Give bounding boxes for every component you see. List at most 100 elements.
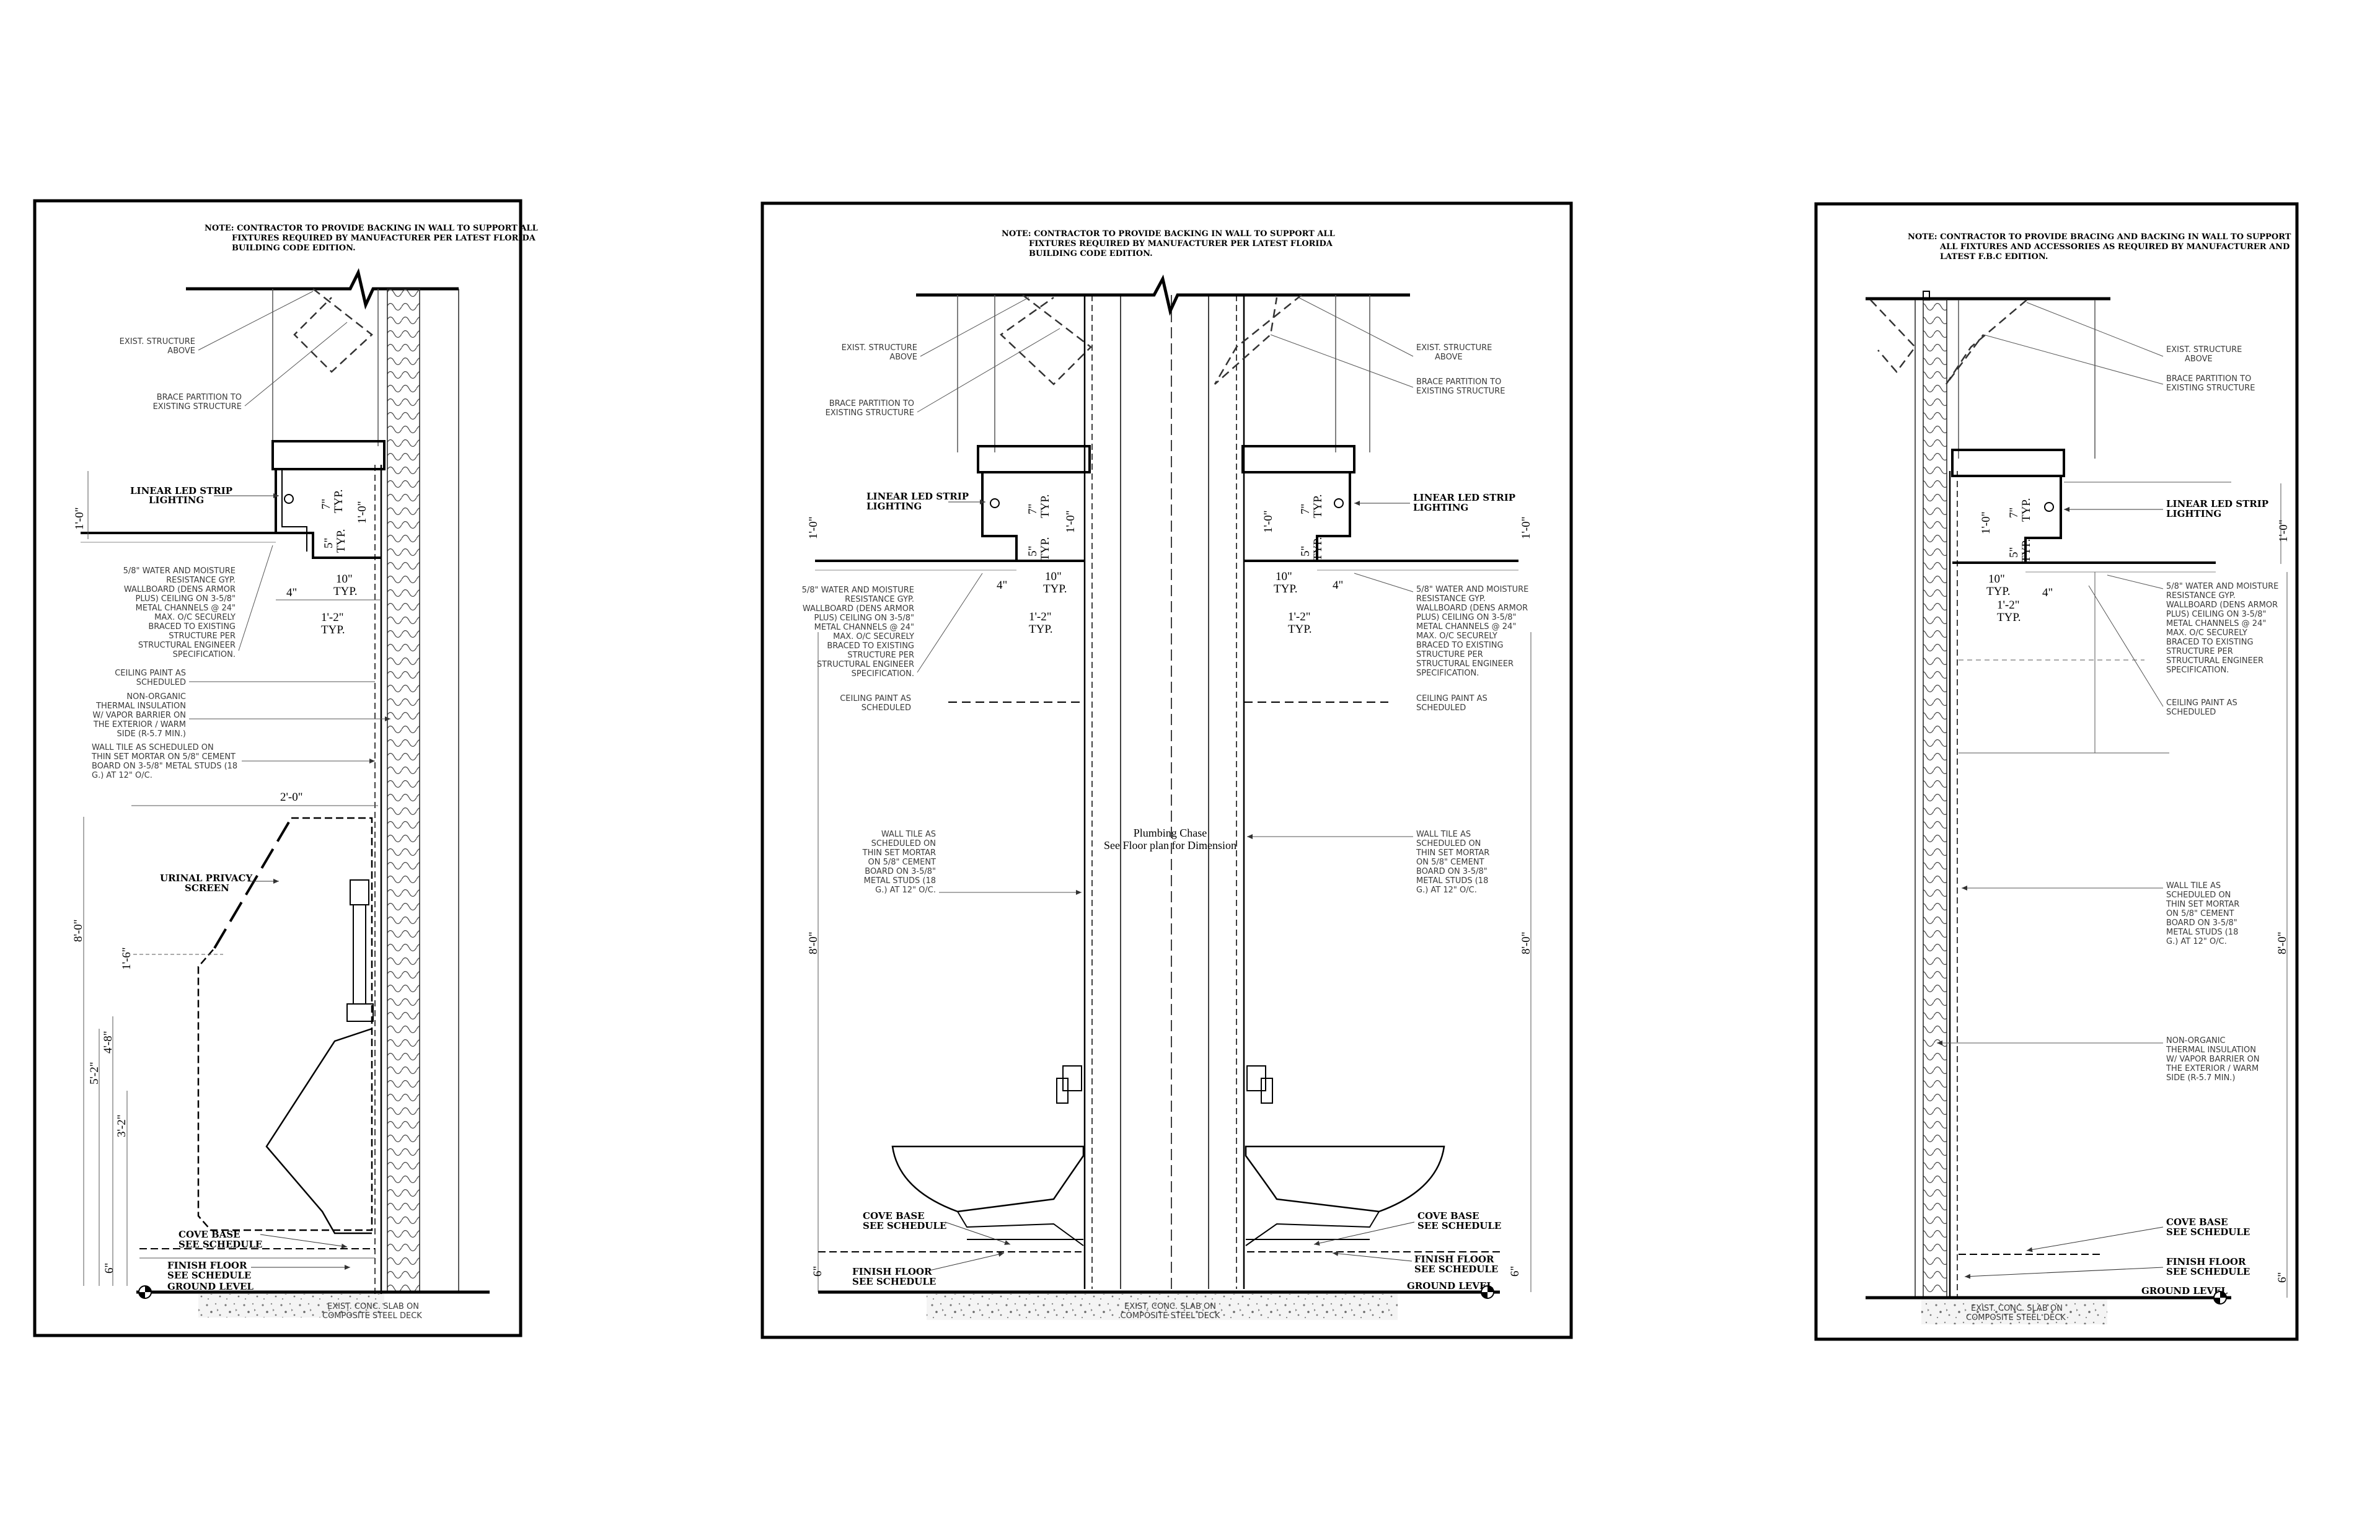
panel-2-slab <box>927 1294 1398 1320</box>
svg-text:7": 7" <box>1026 504 1039 514</box>
svg-text:THE EXTERIOR / WARM: THE EXTERIOR / WARM <box>2166 1064 2259 1073</box>
svg-text:8'-0": 8'-0" <box>72 919 85 942</box>
svg-text:1'-0": 1'-0" <box>73 507 86 530</box>
svg-text:FIXTURES REQUIRED BY MANUFACTU: FIXTURES REQUIRED BY MANUFACTURER PER LA… <box>232 234 536 243</box>
svg-text:LIGHTING: LIGHTING <box>2166 508 2221 519</box>
svg-text:ABOVE: ABOVE <box>2185 354 2213 364</box>
svg-text:TYP.: TYP. <box>1311 537 1324 561</box>
svg-text:SEE SCHEDULE: SEE SCHEDULE <box>1417 1220 1501 1231</box>
svg-text:5": 5" <box>1026 546 1039 557</box>
panel-1-label-brace: BRACE PARTITION TO EXISTING STRUCTURE <box>153 322 348 411</box>
svg-text:SPECIFICATION.: SPECIFICATION. <box>2166 666 2229 675</box>
svg-text:SCHEDULED: SCHEDULED <box>1416 703 1466 713</box>
svg-text:STRUCTURAL ENGINEER: STRUCTURAL ENGINEER <box>138 641 236 650</box>
svg-text:SCHEDULED: SCHEDULED <box>862 703 911 713</box>
svg-text:4'-8": 4'-8" <box>102 1031 115 1054</box>
panel-3-ground-level-label: GROUND LEVEL <box>2141 1285 2228 1296</box>
panel-2-label-finish-floor-left: FINISH FLOOR SEE SCHEDULE <box>852 1252 1005 1287</box>
panel-1-label-urinal-screen: URINAL PRIVACY SCREEN <box>160 873 279 894</box>
svg-text:6": 6" <box>103 1263 116 1274</box>
svg-text:SCREEN: SCREEN <box>185 882 229 894</box>
panel-2-label-led-right: LINEAR LED STRIP LIGHTING <box>1354 492 1515 513</box>
svg-text:BRACE PARTITION TO: BRACE PARTITION TO <box>2166 374 2251 384</box>
svg-text:4": 4" <box>2042 586 2053 599</box>
panel-3-label-insulation: NON-ORGANIC THERMAL INSULATION W/ VAPOR … <box>1937 1036 2260 1083</box>
svg-text:COVE BASE: COVE BASE <box>1417 1210 1479 1221</box>
svg-text:SEE SCHEDULE: SEE SCHEDULE <box>2166 1226 2250 1238</box>
svg-text:7": 7" <box>2008 508 2021 518</box>
svg-text:METAL STUDS (18: METAL STUDS (18 <box>2166 928 2238 937</box>
panel-1-led-fixture <box>284 494 294 504</box>
panel-2-frame <box>760 201 1573 1339</box>
svg-text:SEE SCHEDULE: SEE SCHEDULE <box>863 1220 946 1231</box>
svg-text:LIGHTING: LIGHTING <box>149 495 204 506</box>
panel-3-frame <box>1814 202 2299 1341</box>
svg-text:W/ VAPOR BARRIER ON: W/ VAPOR BARRIER ON <box>2166 1055 2260 1064</box>
svg-text:SCHEDULED: SCHEDULED <box>136 678 186 687</box>
panel-1-insulated-wall <box>387 288 420 1293</box>
svg-text:LINEAR LED STRIP: LINEAR LED STRIP <box>130 485 232 496</box>
svg-text:MAX. O/C SECURELY: MAX. O/C SECURELY <box>154 613 236 622</box>
panel-2-label-ceiling-paint-right: CEILING PAINT AS SCHEDULED <box>1244 694 1488 713</box>
svg-text:METAL CHANNELS @ 24": METAL CHANNELS @ 24" <box>136 604 236 613</box>
svg-text:1'-0": 1'-0" <box>1262 510 1275 533</box>
svg-text:LIGHTING: LIGHTING <box>1413 502 1468 513</box>
svg-text:EXISTING STRUCTURE: EXISTING STRUCTURE <box>153 402 242 411</box>
panel-2-label-exist-structure-right: EXIST. STRUCTURE ABOVE <box>1298 297 1492 362</box>
svg-text:See Floor plan for Dimension: See Floor plan for Dimension <box>1104 839 1236 851</box>
svg-text:1'-2": 1'-2" <box>1029 610 1052 623</box>
svg-text:METAL CHANNELS @ 24": METAL CHANNELS @ 24" <box>2166 619 2266 628</box>
svg-text:SCHEDULED ON: SCHEDULED ON <box>871 839 936 848</box>
svg-text:5": 5" <box>322 538 335 548</box>
svg-text:10": 10" <box>1988 573 2005 586</box>
svg-text:EXIST. STRUCTURE: EXIST. STRUCTURE <box>120 337 195 346</box>
panel-1-label-exist-structure: EXIST. STRUCTURE ABOVE <box>120 291 314 356</box>
svg-text:MAX. O/C SECURELY: MAX. O/C SECURELY <box>1416 631 1497 641</box>
svg-text:ON 5/8" CEMENT: ON 5/8" CEMENT <box>2166 909 2234 918</box>
svg-text:FINISH FLOOR: FINISH FLOOR <box>167 1260 247 1271</box>
svg-text:METAL CHANNELS @ 24": METAL CHANNELS @ 24" <box>1416 622 1516 631</box>
svg-text:1'-6": 1'-6" <box>120 947 133 970</box>
svg-text:SIDE (R-5.7 MIN.): SIDE (R-5.7 MIN.) <box>117 729 187 739</box>
panel-2-ground-marker-icon <box>1481 1285 1494 1299</box>
svg-text:TYP.: TYP. <box>1986 585 2011 598</box>
svg-text:7": 7" <box>1299 504 1312 514</box>
svg-text:BRACED TO EXISTING: BRACED TO EXISTING <box>2166 638 2254 647</box>
svg-text:5": 5" <box>1299 546 1312 557</box>
svg-text:EXIST. CONC. SLAB ON: EXIST. CONC. SLAB ON <box>327 1302 419 1311</box>
panel-2-note: NOTE: CONTRACTOR TO PROVIDE BACKING IN W… <box>1002 229 1335 258</box>
panel-3-label-wallboard: 5/8" WATER AND MOISTURE RESISTANCE GYP. … <box>2107 574 2278 675</box>
svg-text:BRACED TO EXISTING: BRACED TO EXISTING <box>148 622 236 631</box>
panel-2-ground-level-label: GROUND LEVEL <box>1407 1280 1493 1291</box>
panel-2-label-wallboard-left: 5/8" WATER AND MOISTURE RESISTANCE GYP. … <box>802 573 983 679</box>
svg-text:5": 5" <box>2008 547 2021 558</box>
panel-1-label-led: LINEAR LED STRIP LIGHTING <box>130 485 279 506</box>
svg-text:PLUS) CEILING ON 3-5/8": PLUS) CEILING ON 3-5/8" <box>2166 610 2267 619</box>
panel-3-label-exist-structure: EXIST. STRUCTURE ABOVE <box>2026 302 2242 364</box>
svg-text:BRACE PARTITION TO: BRACE PARTITION TO <box>829 399 914 408</box>
svg-text:SEE SCHEDULE: SEE SCHEDULE <box>852 1276 936 1287</box>
svg-text:BUILDING CODE EDITION.: BUILDING CODE EDITION. <box>232 244 356 253</box>
svg-text:5/8" WATER AND MOISTURE: 5/8" WATER AND MOISTURE <box>123 566 236 576</box>
svg-text:ABOVE: ABOVE <box>889 353 917 362</box>
svg-text:TYP.: TYP. <box>1274 583 1298 596</box>
svg-text:TYP.: TYP. <box>333 585 358 598</box>
svg-text:1'-0": 1'-0" <box>807 516 820 539</box>
svg-text:EXIST. STRUCTURE: EXIST. STRUCTURE <box>1416 343 1492 353</box>
panel-3-exterior-wall-section: NOTE: CONTRACTOR TO PROVIDE BRACING AND … <box>1814 202 2299 1341</box>
svg-text:1'-0": 1'-0" <box>1980 511 1993 534</box>
svg-text:THIN SET MORTAR ON 5/8" CEMENT: THIN SET MORTAR ON 5/8" CEMENT <box>91 752 236 762</box>
svg-text:ABOVE: ABOVE <box>1435 353 1463 362</box>
svg-text:WALL TILE AS: WALL TILE AS <box>1416 830 1471 839</box>
svg-text:EXIST. STRUCTURE: EXIST. STRUCTURE <box>2166 345 2242 354</box>
svg-text:EXIST. STRUCTURE: EXIST. STRUCTURE <box>842 343 917 353</box>
svg-text:NOTE: CONTRACTOR TO PROVIDE BA: NOTE: CONTRACTOR TO PROVIDE BACKING IN W… <box>1002 229 1335 239</box>
svg-text:TYP.: TYP. <box>1029 623 1053 636</box>
svg-text:G.) AT 12" O/C.: G.) AT 12" O/C. <box>875 886 936 895</box>
panel-2-label-exist-structure-left: EXIST. STRUCTURE ABOVE <box>842 297 1029 362</box>
sink-left <box>891 1065 1085 1246</box>
svg-text:TYP.: TYP. <box>2020 539 2033 563</box>
panel-3-slab <box>1921 1300 2107 1324</box>
panel-1-note: NOTE: CONTRACTOR TO PROVIDE BACKING IN W… <box>205 224 538 253</box>
svg-text:W/ VAPOR BARRIER ON: W/ VAPOR BARRIER ON <box>92 711 186 720</box>
